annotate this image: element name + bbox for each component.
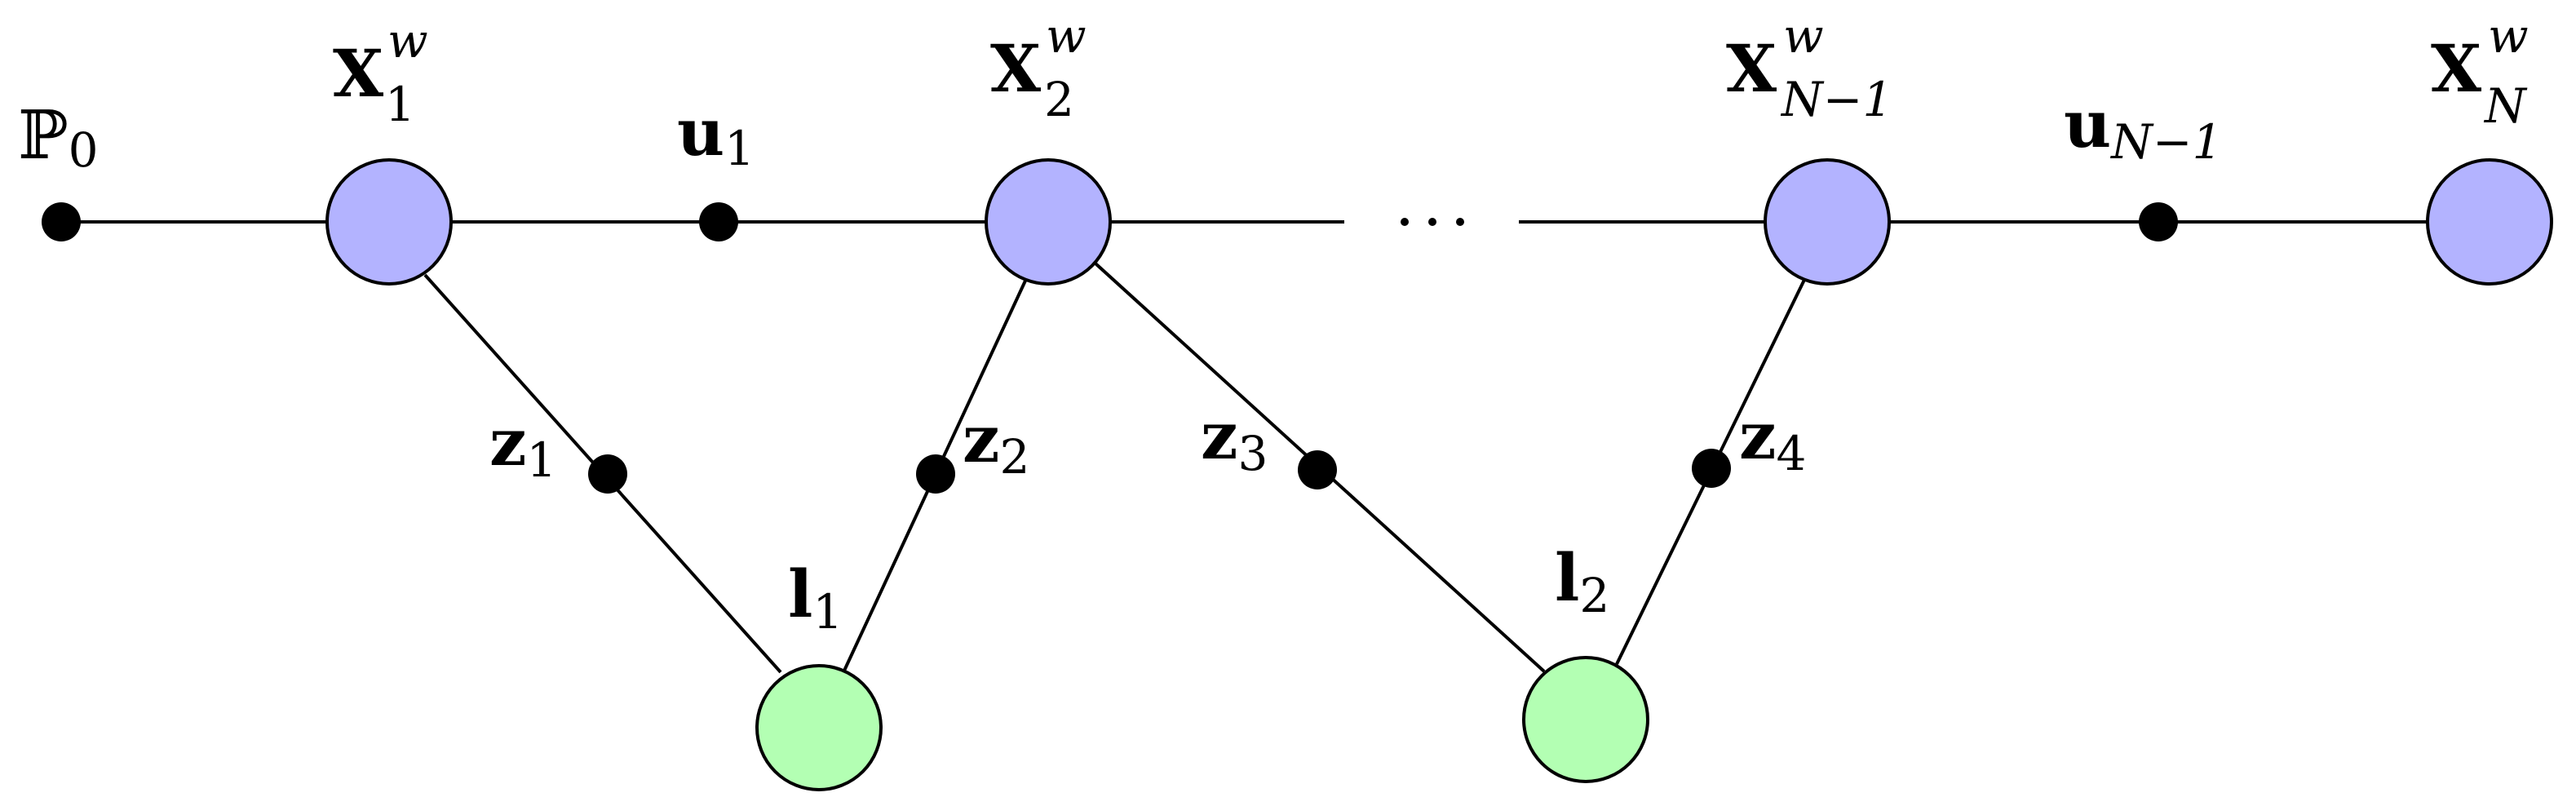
ellipsis-dot (1456, 218, 1464, 226)
label-x1: X (333, 35, 383, 112)
factor-nodes (42, 202, 2178, 494)
label-xn1: X (1726, 30, 1777, 107)
label-xn: X (2431, 30, 2481, 107)
landmark-node-l1 (755, 664, 883, 791)
label-un1: uN−1 (2064, 86, 2222, 170)
landmark-node-l2 (1522, 656, 1649, 783)
ellipsis-dots (1401, 218, 1464, 226)
factor-z4 (1692, 449, 1731, 488)
label-z1: z1 (489, 404, 556, 488)
factor-u1 (699, 202, 738, 241)
ellipsis-dot (1401, 218, 1409, 226)
ellipsis-dot (1428, 218, 1436, 226)
labels: ℙ0 X w 1 u1 X w 2 X w (18, 8, 2529, 640)
factor-un1 (2139, 202, 2178, 241)
landmark-nodes (755, 656, 1649, 791)
label-prior: ℙ0 (18, 97, 99, 178)
pose-node-x1 (325, 158, 453, 286)
label-x2-sub: 2 (1044, 72, 1074, 127)
pose-node-x2 (985, 158, 1112, 286)
factor-prior (42, 202, 81, 241)
label-u1: u1 (677, 94, 755, 176)
label-z2: z2 (963, 401, 1029, 485)
label-xn-sub: N (2483, 78, 2528, 134)
factor-z2 (916, 454, 955, 494)
pose-node-xn (2426, 158, 2553, 286)
label-xn1-sup: w (1783, 8, 1824, 64)
label-x2-sup: w (1046, 8, 1087, 64)
label-z4: z4 (1739, 397, 1806, 481)
label-xn1-sub: N−1 (1780, 72, 1892, 127)
factor-z3 (1298, 450, 1337, 489)
pose-nodes (325, 158, 2553, 286)
label-xn-sup: w (2488, 8, 2529, 64)
factor-z1 (588, 454, 627, 494)
label-x2: X (990, 30, 1041, 107)
label-l2: l2 (1555, 539, 1609, 623)
label-x1-sup: w (387, 13, 428, 69)
pose-node-xn1 (1764, 158, 1891, 286)
label-x1-sub: 1 (385, 77, 415, 132)
label-z3: z3 (1201, 397, 1268, 481)
label-l1: l1 (788, 556, 843, 640)
